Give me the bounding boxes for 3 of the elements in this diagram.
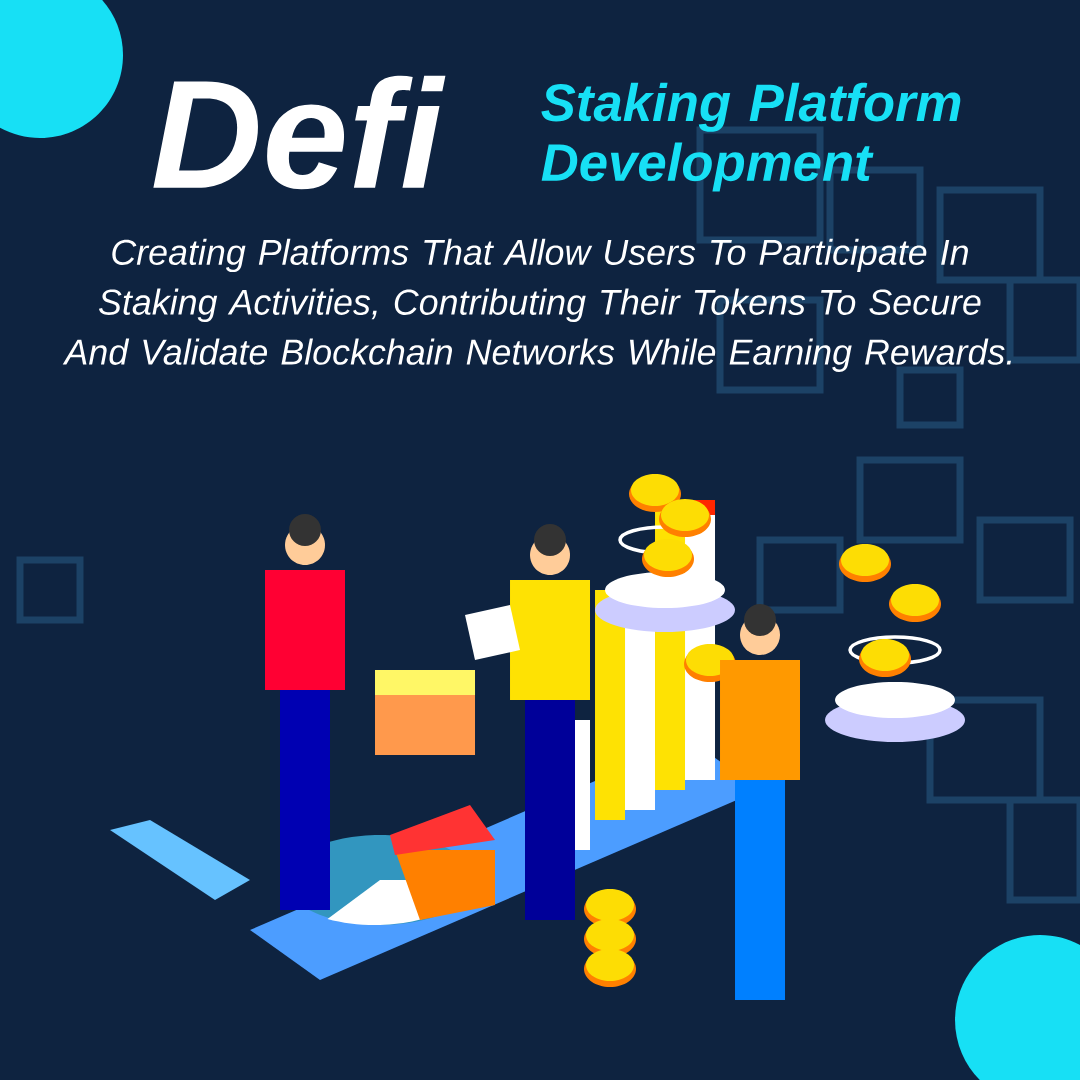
subtitle: Staking Platform Development <box>541 82 961 192</box>
description: Creating Platforms That Allow Users To Participate In Staking Activities, Contributing Their Tokens To Secure And Validate Blockchain Networks While Earning Rewards. <box>62 238 1011 372</box>
title: Defi <box>153 75 446 190</box>
